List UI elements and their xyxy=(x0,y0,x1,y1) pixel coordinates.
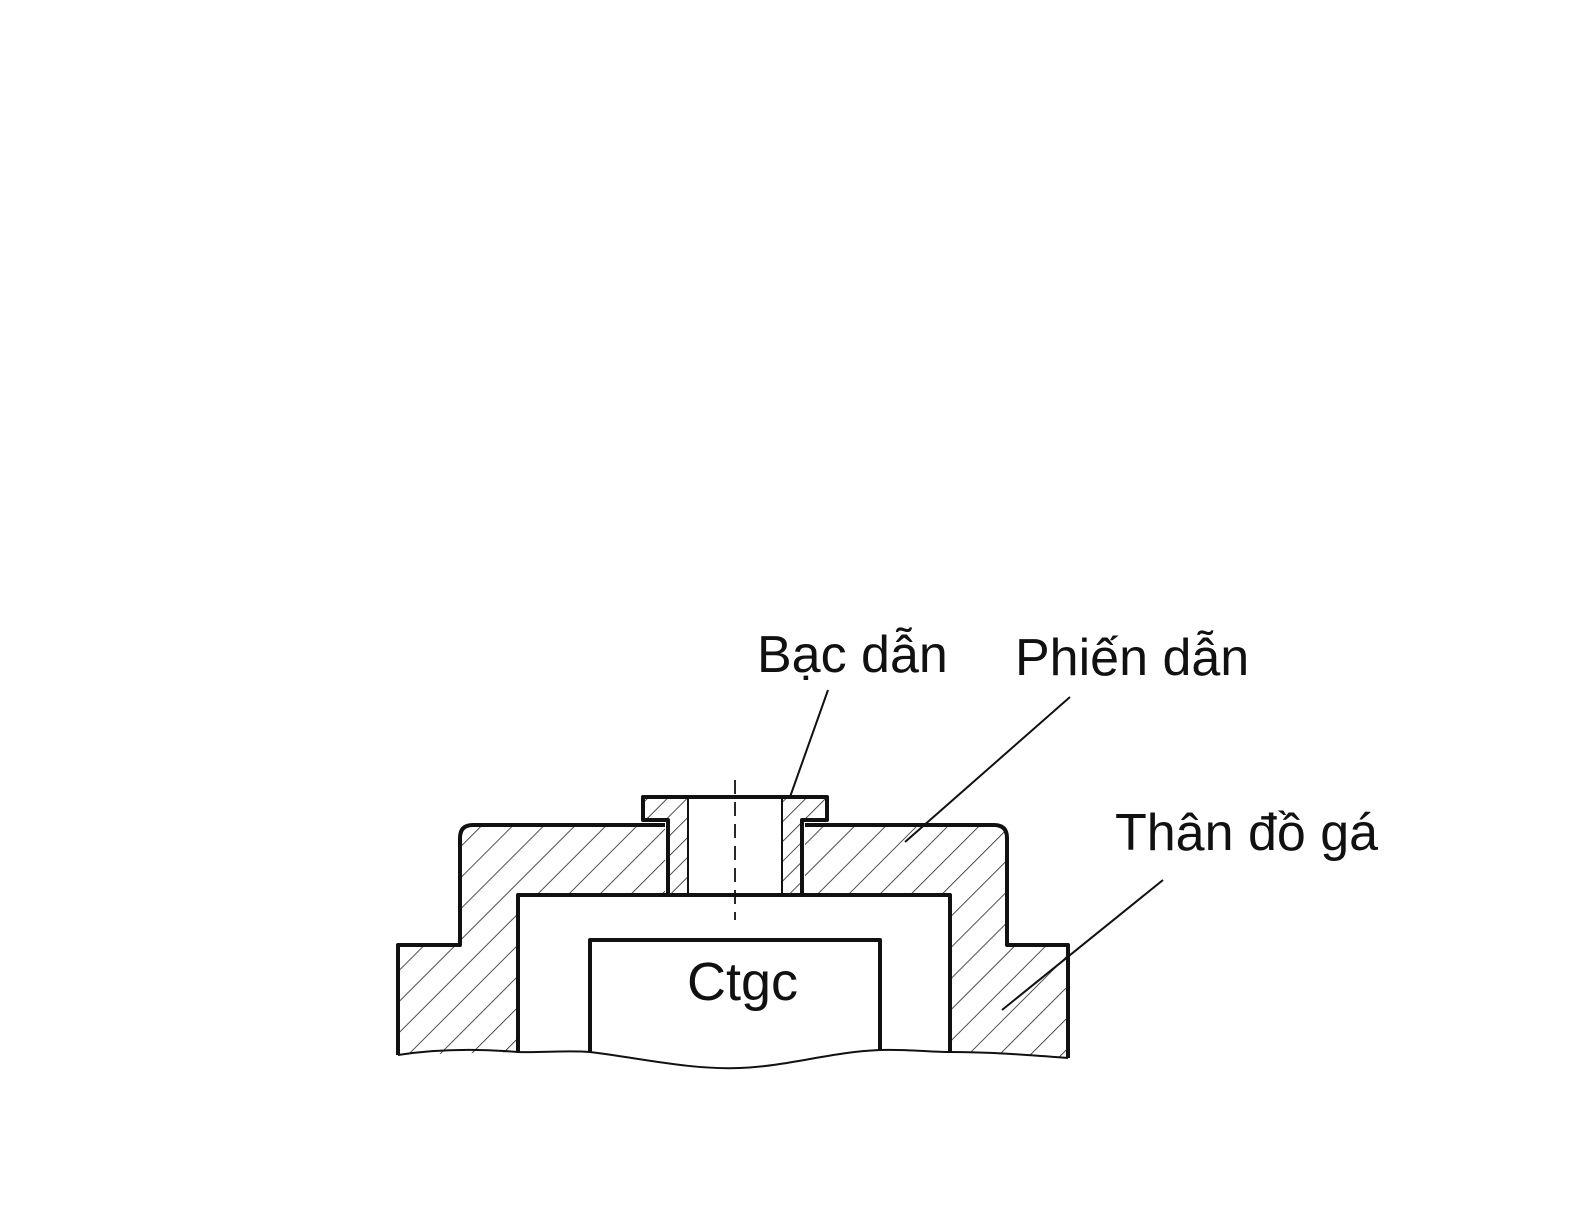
break-line xyxy=(398,1050,1068,1068)
fixture-body-label: Thân đồ gá xyxy=(1115,804,1378,862)
bushing-label: Bạc dẫn xyxy=(757,626,948,684)
guide-plate-label: Phiến dẫn xyxy=(1015,629,1249,687)
workpiece-label: Ctgc xyxy=(687,952,798,1012)
bushing-leader-line xyxy=(790,690,828,797)
guide-plate-leader-line xyxy=(905,697,1070,842)
